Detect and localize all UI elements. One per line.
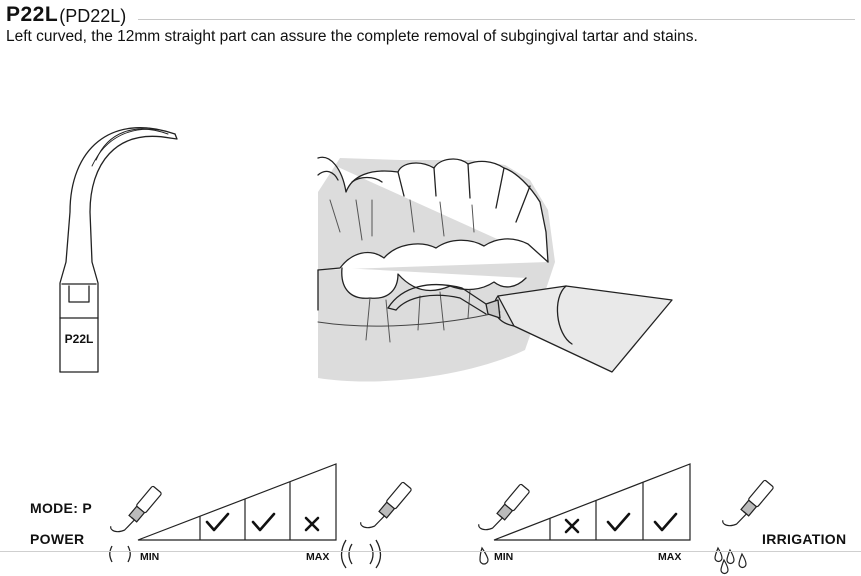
power-level-1-check-icon bbox=[205, 512, 230, 532]
mode-label: MODE: P bbox=[30, 500, 92, 516]
model-name: P22L bbox=[6, 3, 59, 26]
irrigation-max-droplets-icon bbox=[714, 546, 747, 575]
irrigation-max-handpiece-icon bbox=[722, 479, 774, 527]
power-min-handpiece-icon bbox=[110, 485, 162, 533]
power-label: POWER bbox=[30, 531, 85, 547]
irrigation-scale-chart bbox=[493, 463, 691, 541]
power-min-vibration-icon bbox=[109, 545, 131, 563]
power-scale-chart bbox=[137, 463, 337, 541]
irrigation-level-1-cross-icon bbox=[564, 518, 580, 534]
power-min-label: MIN bbox=[140, 551, 160, 563]
handpiece-illustration bbox=[387, 283, 673, 373]
title-divider bbox=[138, 19, 855, 20]
product-description: Left curved, the 12mm straight part can … bbox=[6, 28, 698, 45]
model-variant: (PD22L) bbox=[59, 6, 127, 26]
irrigation-max-label: MAX bbox=[658, 551, 682, 563]
power-level-3-cross-icon bbox=[304, 516, 320, 532]
footer-divider bbox=[0, 551, 861, 552]
irrigation-min-label: MIN bbox=[494, 551, 514, 563]
product-header: P22L (PD22L) Left curved, the 12mm strai… bbox=[6, 4, 855, 45]
irrigation-level-2-check-icon bbox=[606, 512, 631, 532]
power-max-label: MAX bbox=[306, 551, 330, 563]
title-row: P22L (PD22L) bbox=[6, 4, 855, 26]
power-level-2-check-icon bbox=[251, 512, 276, 532]
irrigation-label: IRRIGATION bbox=[762, 531, 847, 547]
power-max-vibration-icon bbox=[340, 539, 382, 569]
irrigation-min-handpiece-icon bbox=[478, 483, 530, 531]
teeth-illustration bbox=[317, 156, 555, 382]
tip-engraving-label: P22L bbox=[65, 332, 94, 346]
irrigation-min-droplet-icon bbox=[479, 546, 489, 565]
scaler-tip-illustration bbox=[59, 127, 178, 373]
power-max-handpiece-icon bbox=[360, 481, 412, 529]
irrigation-level-3-check-icon bbox=[653, 512, 678, 532]
